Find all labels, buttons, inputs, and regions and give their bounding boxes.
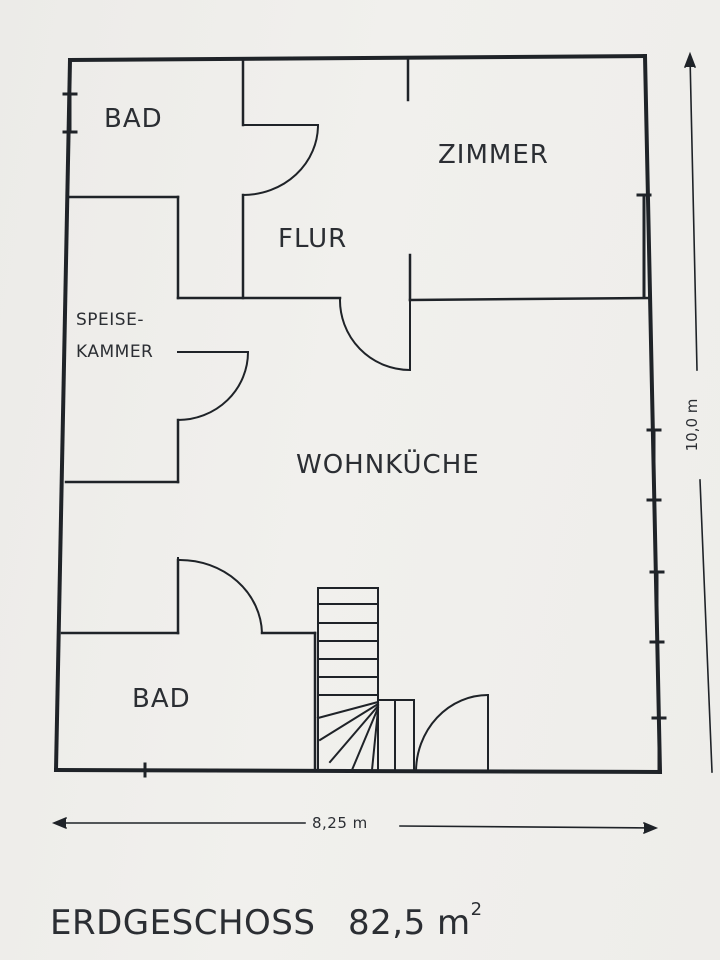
dimension-width-label: 8,25 m <box>312 814 368 832</box>
floor-area-unit: m <box>437 903 471 943</box>
outer-walls <box>53 53 663 775</box>
doors <box>176 123 490 774</box>
floor-title: ERDGESCHOSS <box>50 903 316 943</box>
staircase <box>316 587 415 772</box>
room-label-bad-top: BAD <box>104 104 163 134</box>
floor-area-value: 82,5 <box>348 903 426 943</box>
window-marks <box>62 92 667 778</box>
dimension-width-line <box>51 816 659 835</box>
floor-area-exponent: 2 <box>470 899 483 920</box>
room-label-speisekammer-line1: SPEISE- <box>76 310 144 330</box>
floor-area: 82,5 m2 <box>348 899 483 943</box>
dimension-height-line <box>683 51 713 773</box>
dimension-height-label: 10,0 m <box>683 398 701 452</box>
room-label-zimmer: ZIMMER <box>438 140 549 170</box>
room-label-speisekammer-line2: KAMMER <box>76 342 154 362</box>
interior-walls <box>60 56 652 772</box>
room-label-flur: FLUR <box>278 224 348 254</box>
room-label-bad-bottom: BAD <box>132 684 191 714</box>
room-label-wohnkueche: WOHNKÜCHE <box>296 450 480 480</box>
